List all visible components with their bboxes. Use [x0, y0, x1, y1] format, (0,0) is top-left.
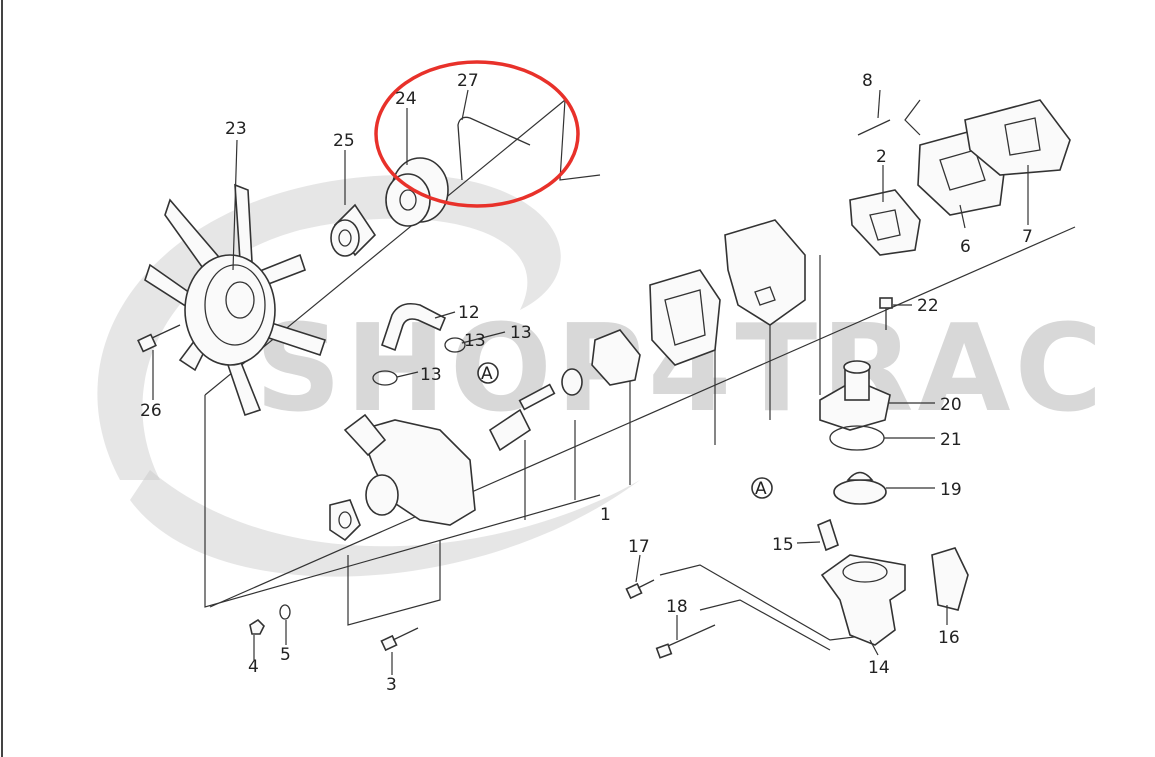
callout-21: 21: [940, 430, 962, 450]
callout-22: 22: [917, 296, 939, 316]
callout-7: 7: [1022, 227, 1033, 247]
sender-15: [817, 518, 839, 552]
callout-2: 2: [876, 147, 887, 167]
marker-a-lower-text: A: [755, 479, 767, 499]
hex-key: [457, 116, 531, 181]
callout-19: 19: [940, 480, 962, 500]
callout-24: 24: [395, 89, 417, 109]
outlet-20: [819, 360, 891, 431]
thermostat-19: [833, 471, 887, 505]
marker-a-lower: A: [751, 477, 773, 499]
bolt-26: [137, 324, 181, 353]
fan-spacer: [330, 203, 377, 257]
callout-4: 4: [248, 657, 259, 677]
gasket-7: [964, 99, 1071, 176]
bolt-18: [655, 624, 716, 659]
callout-8: 8: [862, 71, 873, 91]
callout-labels: 1 2 3 4 5 6 7 8 12 13 13 13 14 15 16 17 …: [140, 71, 1033, 695]
leader-lines: [152, 89, 1029, 675]
callout-23: 23: [225, 119, 247, 139]
callout-12: 12: [458, 303, 480, 323]
gasket-16: [931, 547, 969, 611]
bolt-17: [625, 579, 655, 600]
bypass-hose: [380, 302, 447, 352]
pump-gasket: [649, 269, 721, 366]
washer-5: [279, 604, 291, 620]
callout-3: 3: [386, 675, 397, 695]
callout-6: 6: [960, 237, 971, 257]
callout-18: 18: [666, 597, 688, 617]
callout-1: 1: [600, 505, 611, 525]
seal-and-impeller: [561, 329, 641, 396]
water-pump: [343, 383, 556, 526]
pulley: [385, 157, 449, 227]
callout-27: 27: [457, 71, 479, 91]
callout-15: 15: [772, 535, 794, 555]
callout-14: 14: [868, 658, 890, 678]
nut-4: [249, 618, 265, 635]
housing-14: [820, 554, 906, 646]
callout-13-b: 13: [420, 365, 442, 385]
pump-cover: [724, 219, 806, 326]
callout-16: 16: [938, 628, 960, 648]
pump-flange: [329, 499, 361, 542]
gasket-2: [849, 189, 921, 256]
callout-13-a: 13: [510, 323, 532, 343]
marker-a-upper-text: A: [481, 364, 493, 384]
bolt-22: [879, 297, 893, 330]
bolt-3: [380, 627, 419, 652]
callout-20: 20: [940, 395, 962, 415]
hose-clamps: [372, 337, 466, 386]
highlight-circle: [374, 60, 580, 208]
stud-8: [857, 119, 891, 136]
callout-17: 17: [628, 537, 650, 557]
callout-13-c: 13: [464, 331, 486, 351]
callout-25: 25: [333, 131, 355, 151]
fan: [144, 183, 327, 417]
marker-a-upper: A: [477, 362, 499, 384]
callout-26: 26: [140, 401, 162, 421]
callout-5: 5: [280, 645, 291, 665]
